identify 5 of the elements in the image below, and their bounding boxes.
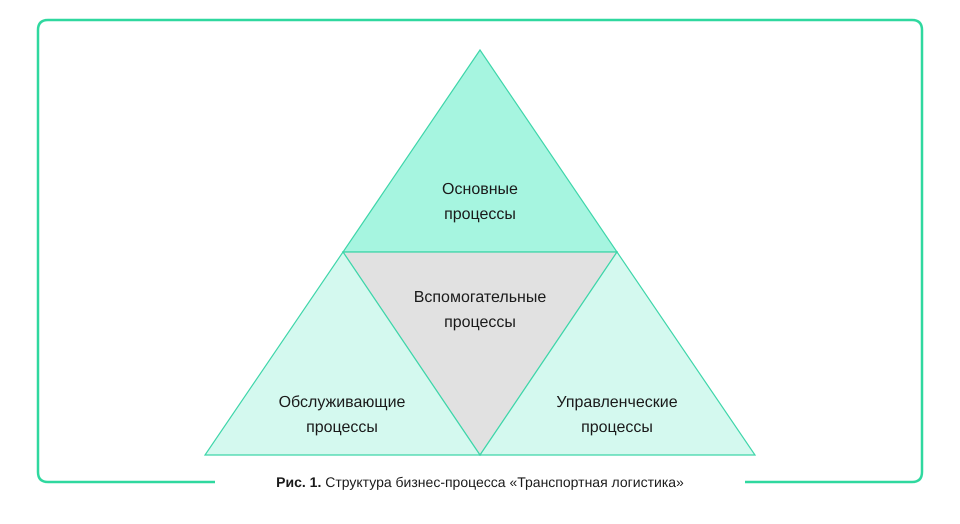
segment-label: Обслуживающие процессы bbox=[278, 393, 406, 438]
segment-label: Основные процессы bbox=[442, 180, 518, 225]
segment-label: Управленческие процессы bbox=[556, 393, 678, 438]
figure-caption: Рис. 1. Структура бизнес-процесса «Транспортная логистика» bbox=[276, 474, 684, 490]
segment-label: Вспомогательные процессы bbox=[414, 288, 546, 333]
